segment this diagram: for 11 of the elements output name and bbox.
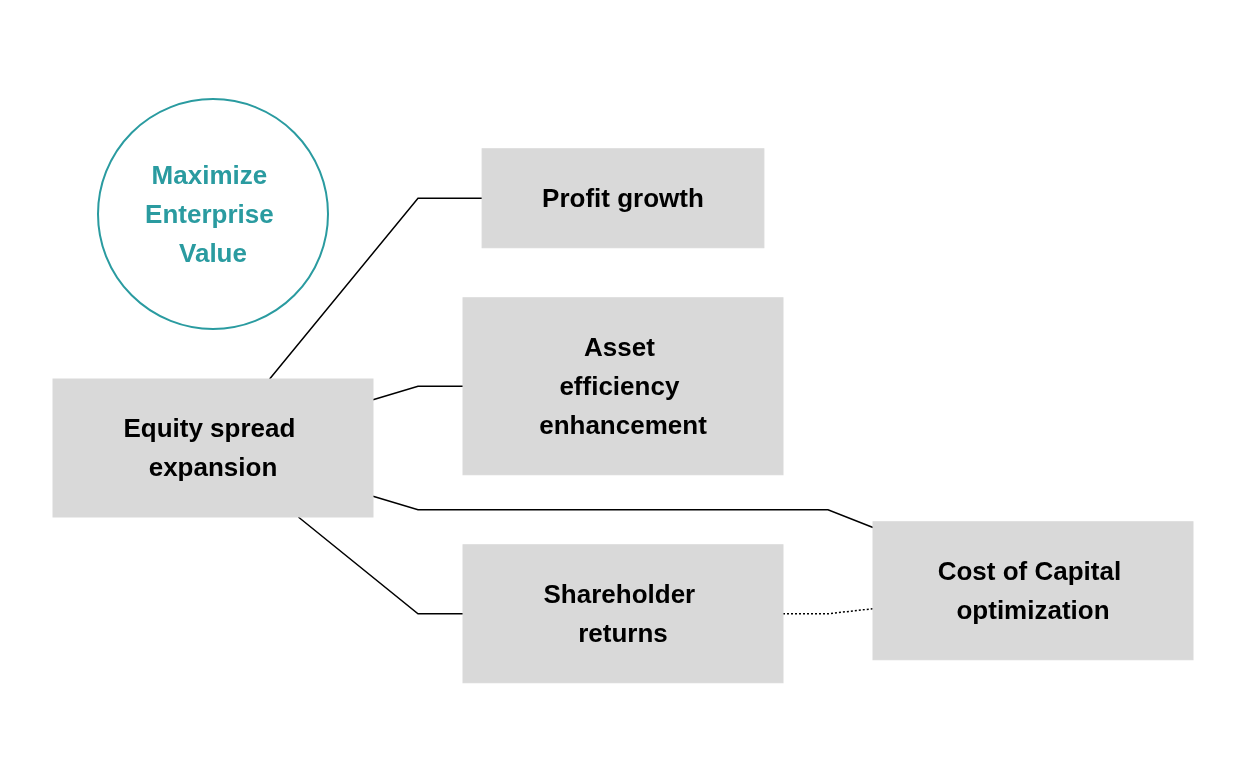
node-box: Cost of Capital optimization bbox=[872, 520, 1193, 660]
connector bbox=[371, 385, 464, 401]
connector bbox=[781, 607, 874, 615]
connector bbox=[297, 515, 464, 615]
connector bbox=[371, 495, 874, 528]
node-box: Asset efficiency enhancement bbox=[462, 296, 783, 475]
connector bbox=[268, 197, 483, 380]
node-circle: Maximize Enterprise Value bbox=[96, 97, 329, 330]
node-box: Profit growth bbox=[481, 147, 764, 248]
node-box: Equity spread expansion bbox=[52, 378, 373, 518]
node-box: Shareholder returns bbox=[462, 543, 783, 683]
